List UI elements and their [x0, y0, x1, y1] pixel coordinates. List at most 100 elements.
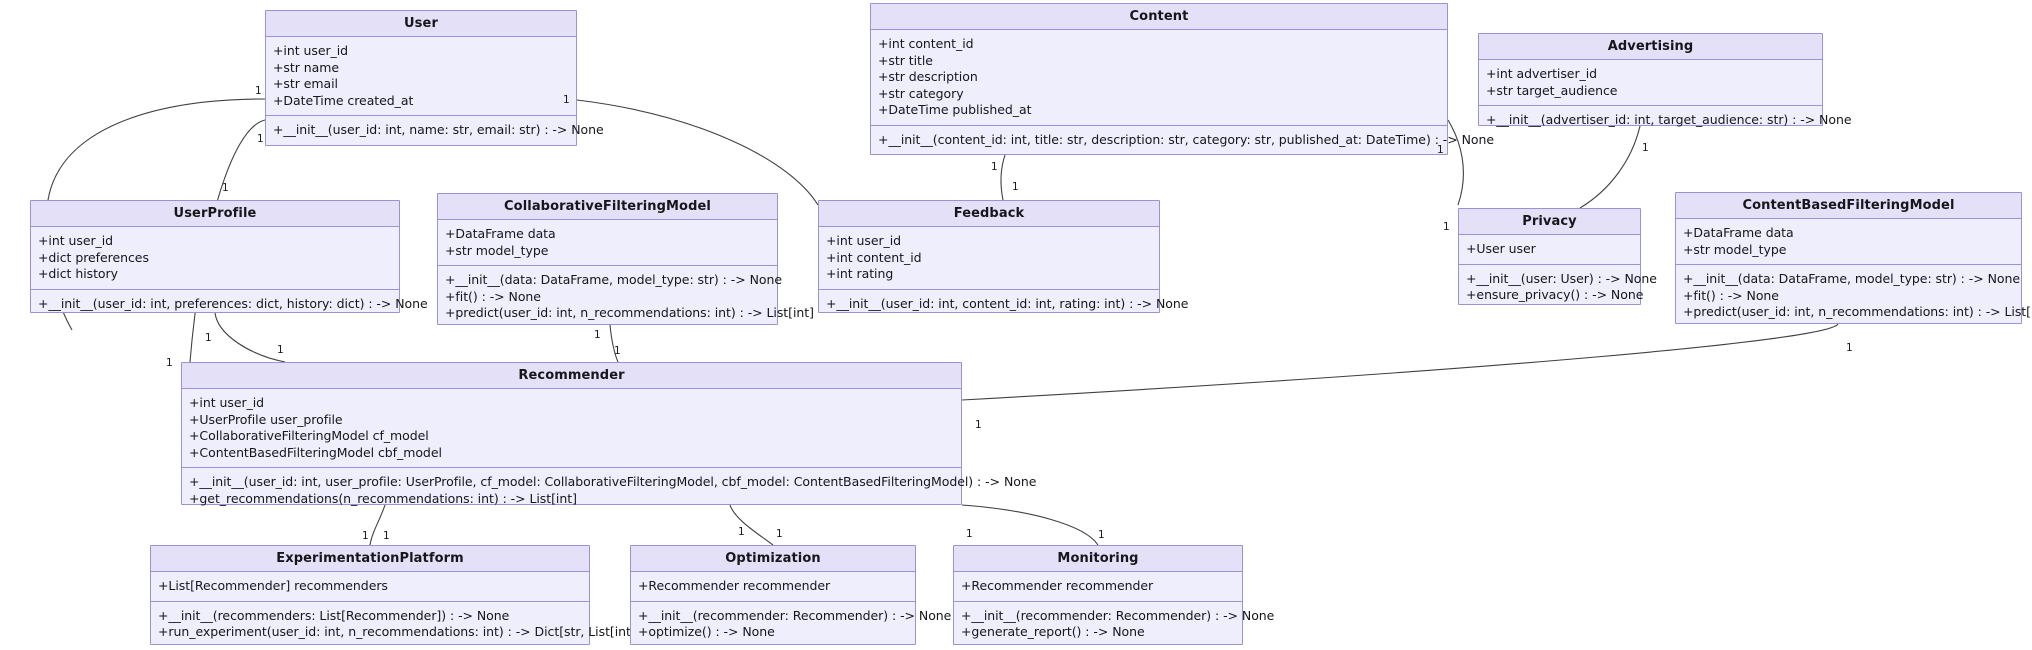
multiplicity-label: 1 [594, 329, 601, 341]
uml-class-recommender[interactable]: Recommender+int user_id+UserProfile user… [181, 362, 1036, 506]
class-title: Privacy [1459, 209, 1640, 235]
uml-class-privacy[interactable]: Privacy +User user +__init__(user: User) :… [1458, 208, 1657, 305]
multiplicity-label: 1 [362, 530, 369, 542]
attribute-row: +int advertiser_id [1486, 66, 1598, 81]
class-attributes: +Recommender recommender [631, 572, 915, 601]
attribute-row: +DataFrame data [445, 226, 556, 241]
class-methods: +__init__(user_id: int, content_id: int,… [819, 288, 1188, 319]
method-row: +run_experiment(user_id: int, n_recommen… [158, 624, 641, 639]
class-methods: +__init__(user_id: int, name: str, email… [266, 115, 604, 145]
attribute-row: +DateTime published_at [878, 102, 1032, 117]
attribute-row: +str name [273, 59, 339, 75]
uml-class-cfmodel[interactable]: CollaborativeFilteringModel +DataFrame da… [437, 193, 814, 325]
method-row: +fit() : -> None [1683, 287, 1779, 303]
method-row: +__init__(data: DataFrame, model_type: s… [445, 272, 782, 287]
attribute-row: +str description [878, 69, 978, 84]
class-attributes: +int content_id+str title+str descriptio… [871, 30, 1447, 125]
multiplicity-label: 1 [975, 419, 982, 431]
class-title: CollaborativeFilteringModel [438, 194, 777, 220]
attribute-row: +User user [1466, 241, 1536, 256]
class-title: ExperimentationPlatform [151, 546, 589, 572]
attribute-row: +dict preferences [38, 249, 149, 265]
attribute-row: +int user_id [189, 395, 265, 410]
multiplicity-label: 1 [277, 344, 284, 356]
multiplicity-label: 1 [1012, 181, 1019, 193]
class-attributes: +DataFrame data+str model_type [1676, 219, 2021, 264]
multiplicity-label: 1 [255, 85, 262, 97]
class-methods: +__init__(recommender: Recommender) : ->… [954, 600, 1275, 647]
association-edge [214, 312, 286, 363]
method-row: +predict(user_id: int, n_recommendations… [1683, 304, 2032, 319]
class-title: UserProfile [31, 201, 399, 227]
multiplicity-label: 1 [222, 182, 229, 194]
class-attributes: +List[Recommender] recommenders [151, 572, 589, 601]
attribute-row: +Recommender recommender [638, 578, 831, 593]
uml-class-experimentation[interactable]: ExperimentationPlatform+List[Recommender… [150, 545, 641, 647]
attribute-row: +int content_id [826, 249, 922, 265]
method-row: +ensure_privacy() : -> None [1466, 287, 1644, 302]
multiplicity-label: 1 [614, 345, 621, 357]
class-attributes: +int user_id+int content_id+int rating [819, 227, 1159, 289]
association-edge [961, 323, 1839, 401]
attribute-row: +UserProfile user_profile [189, 411, 343, 427]
attribute-row: +ContentBasedFilteringModel cbf_model [189, 444, 442, 460]
class-attributes: +int user_id+UserProfile user_profile+Co… [182, 389, 961, 467]
class-methods: +__init__(recommender: Recommender) : ->… [631, 600, 952, 647]
class-methods: +__init__(data: DataFrame, model_type: s… [1676, 264, 2032, 327]
method-row: +__init__(recommender: Recommender) : ->… [638, 607, 952, 623]
attribute-row: +str model_type [445, 242, 549, 258]
multiplicity-label: 1 [1437, 144, 1444, 156]
class-methods: +__init__(user_id: int, user_profile: Us… [182, 467, 1037, 513]
method-row: +__init__(user: User) : -> None [1466, 270, 1657, 286]
multiplicity-label: 1 [1098, 529, 1105, 541]
class-attributes: +User user [1459, 235, 1640, 264]
multiplicity-label: 1 [776, 528, 783, 540]
uml-class-monitoring[interactable]: Monitoring +Recommender recommender +__ini… [953, 545, 1275, 647]
attribute-row: +CollaborativeFilteringModel cf_model [189, 428, 429, 443]
association-edge [1579, 125, 1641, 209]
method-row: +optimize() : -> None [638, 624, 775, 639]
attribute-row: +int user_id [38, 233, 114, 248]
class-title: Recommender [182, 363, 961, 389]
attribute-row: +DateTime created_at [273, 92, 414, 108]
class-methods: +__init__(content_id: int, title: str, d… [871, 124, 1494, 155]
uml-class-userprofile[interactable]: UserProfile +int user_id+dict preferences… [30, 200, 428, 313]
class-methods: +__init__(user_id: int, preferences: dic… [31, 288, 428, 319]
method-row: +__init__(recommender: Recommender) : ->… [961, 607, 1275, 623]
uml-class-cbfmodel[interactable]: ContentBasedFilteringModel+DataFrame dat… [1675, 192, 2032, 327]
method-row: +__init__(advertiser_id: int, target_aud… [1486, 112, 1852, 127]
multiplicity-label: 1 [205, 332, 212, 344]
uml-class-advertising[interactable]: Advertising+int advertiser_id+str target… [1478, 33, 1852, 127]
class-attributes: +Recommender recommender [954, 572, 1242, 601]
attribute-row: +str target_audience [1486, 82, 1618, 98]
method-row: +__init__(user_id: int, user_profile: Us… [189, 474, 1037, 489]
uml-class-optimization[interactable]: Optimization+Recommender recommender+__i… [630, 545, 952, 647]
attribute-row: +int rating [826, 266, 894, 281]
association-edge [961, 504, 1099, 546]
method-row: +__init__(recommenders: List[Recommender… [158, 607, 510, 623]
class-methods: +__init__(recommenders: List[Recommender… [151, 600, 641, 647]
attribute-row: +DataFrame data [1683, 225, 1794, 240]
multiplicity-label: 1 [166, 357, 173, 369]
attribute-row: +int user_id [826, 233, 902, 248]
class-title: Monitoring [954, 546, 1242, 572]
method-row: +predict(user_id: int, n_recommendations… [445, 305, 814, 320]
attribute-row: +Recommender recommender [961, 578, 1154, 593]
attribute-row: +int content_id [878, 36, 974, 51]
uml-class-user[interactable]: User+int user_id+str name+str email+Date… [265, 10, 604, 146]
uml-class-content[interactable]: Content+int content_id+str title+str des… [870, 3, 1494, 155]
multiplicity-label: 1 [563, 94, 570, 106]
method-row: +fit() : -> None [445, 288, 541, 304]
multiplicity-label: 1 [257, 133, 264, 145]
multiplicity-label: 1 [1443, 221, 1450, 233]
multiplicity-label: 1 [1846, 342, 1853, 354]
class-title: ContentBasedFilteringModel [1676, 193, 2021, 219]
method-row: +__init__(user_id: int, name: str, email… [273, 122, 604, 137]
association-edge [576, 99, 819, 206]
attribute-row: +str title [878, 52, 933, 68]
method-row: +get_recommendations(n_recommendations: … [189, 490, 577, 506]
uml-class-feedback[interactable]: Feedback+int user_id+int content_id+int … [818, 200, 1188, 313]
attribute-row: +str category [878, 85, 964, 101]
attribute-row: +int user_id [273, 43, 349, 58]
